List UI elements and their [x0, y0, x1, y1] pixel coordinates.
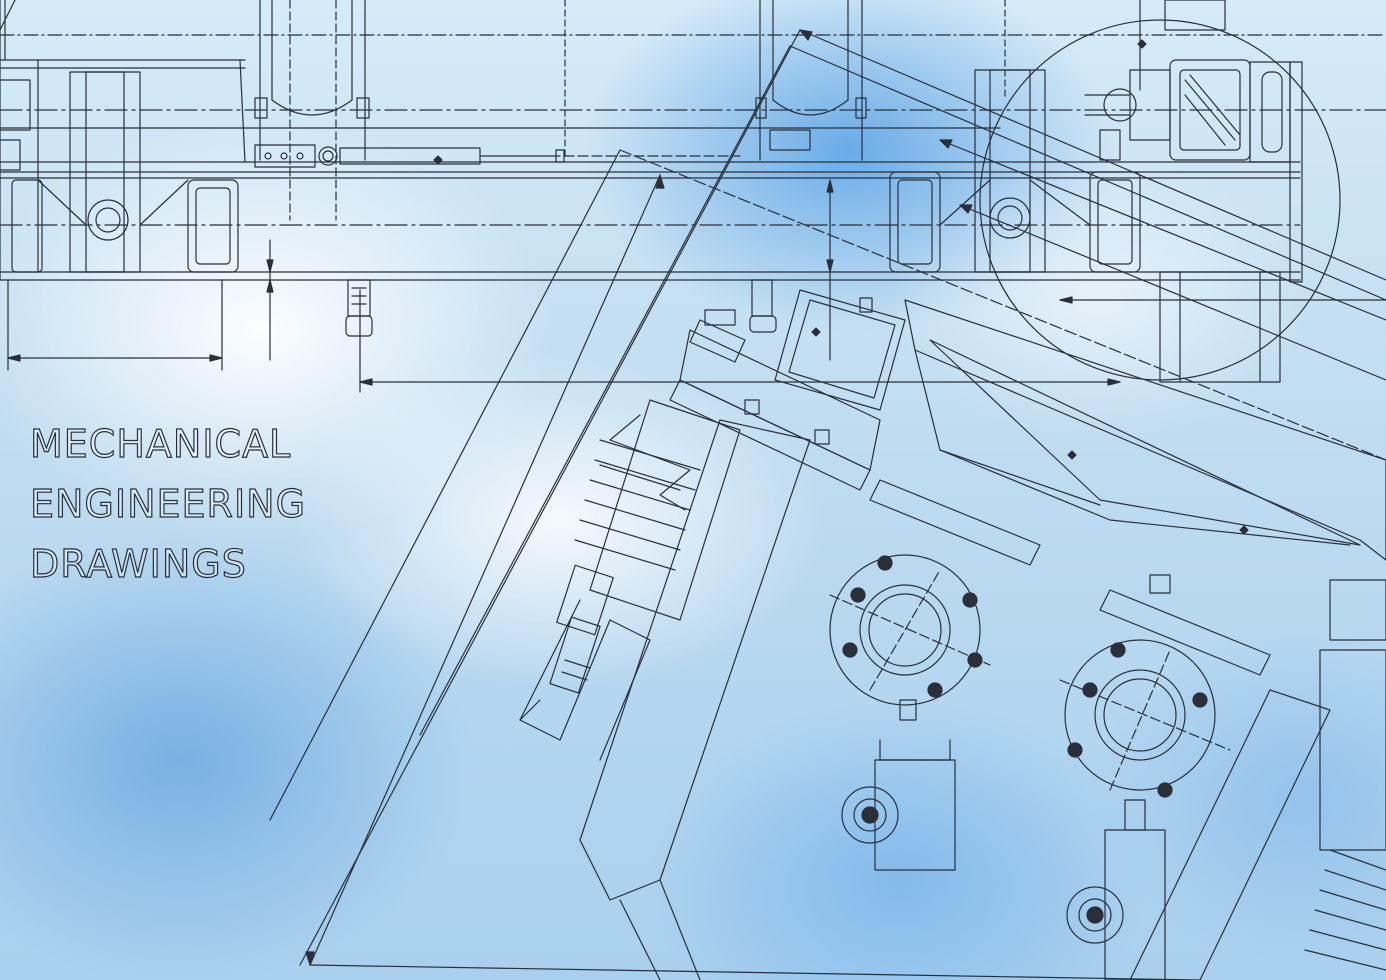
- title-block: MECHANICAL ENGINEERING DRAWINGS: [29, 414, 450, 594]
- large-circle-detail: [979, 0, 1341, 383]
- hanging-bolts: [345, 279, 777, 337]
- lower-pipe-legs: [519, 419, 1331, 980]
- mounting-beam: [669, 309, 881, 491]
- left-clevis-brackets: [0, 71, 239, 273]
- flanged-valve-2: [1059, 574, 1271, 980]
- dimension-lines-left: [7, 179, 1121, 393]
- diagonal-dimension-lines: [269, 29, 1386, 980]
- right-clevis-brackets: [889, 69, 1141, 273]
- top-columns: [254, 0, 741, 221]
- title-line-1: MECHANICAL: [29, 421, 292, 466]
- top-frame-lines: [0, 0, 1386, 281]
- title-line-3: DRAWINGS: [29, 541, 247, 586]
- flanged-valve-1: [829, 479, 1041, 871]
- spring-damper: [549, 399, 741, 694]
- right-lower-spring: [1304, 579, 1386, 971]
- title-line-2: ENGINEERING: [29, 481, 307, 526]
- top-columns-middle: [564, 0, 1141, 161]
- hopper-assembly: [774, 289, 1386, 561]
